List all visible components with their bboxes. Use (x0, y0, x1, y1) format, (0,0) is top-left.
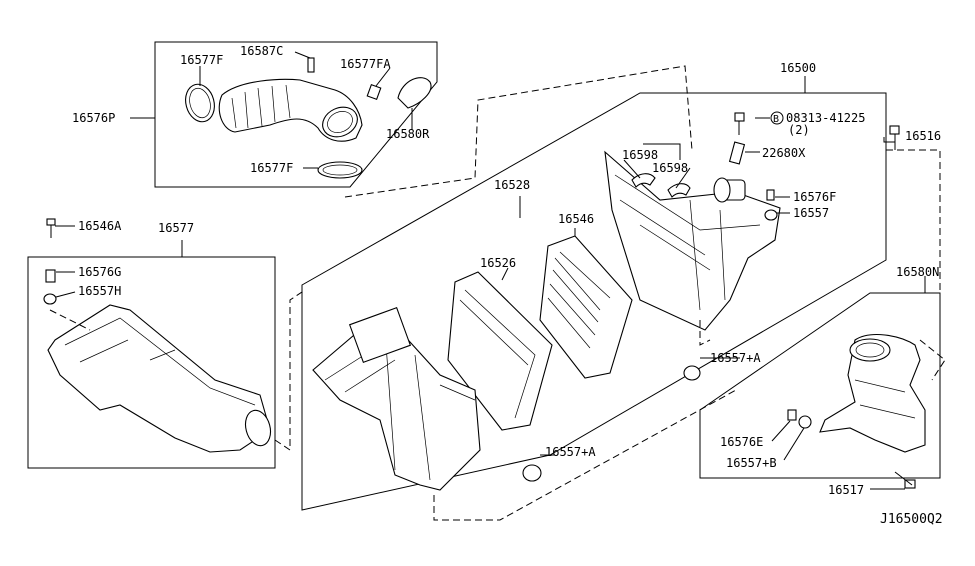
label-16598-a: 16598 (622, 148, 658, 162)
label-16598-b: 16598 (652, 161, 688, 175)
label-16557B: 16557+B (726, 456, 777, 470)
label-16580N: 16580N (896, 265, 939, 279)
label-16517: 16517 (828, 483, 864, 497)
label-16577F-bottom: 16577F (250, 161, 293, 175)
label-16557H: 16557H (78, 284, 121, 298)
label-16576F: 16576F (793, 190, 836, 204)
label-16526: 16526 (480, 256, 516, 270)
resonator-group (699, 276, 946, 490)
label-16546A: 16546A (78, 219, 122, 233)
air-cleaner-group (301, 76, 941, 521)
label-16557A-bottom: 16557+A (545, 445, 596, 459)
label-16546: 16546 (558, 212, 594, 226)
label-08313-41225: 08313-41225 (786, 111, 865, 125)
label-08313-prefix: B (773, 114, 779, 125)
label-16557A-right: 16557+A (710, 351, 761, 365)
label-08313-qty: (2) (788, 123, 810, 137)
inlet-duct-group (130, 41, 693, 198)
label-16576G: 16576G (78, 265, 121, 279)
air-duct-group (27, 218, 306, 469)
label-16580R: 16580R (386, 127, 430, 141)
diagram-reference-id: J16500Q2 (880, 512, 943, 527)
label-16577FA: 16577FA (340, 57, 391, 71)
label-16557: 16557 (793, 206, 829, 220)
label-16528: 16528 (494, 178, 530, 192)
labels-layer: 16577F 16587C 16577FA 16576P 16580R 1657… (72, 44, 943, 527)
label-16576P: 16576P (72, 111, 115, 125)
b-prefix-circle (770, 111, 784, 125)
label-16516: 16516 (905, 129, 941, 143)
label-16576E: 16576E (720, 435, 763, 449)
label-16500: 16500 (780, 61, 816, 75)
label-16577: 16577 (158, 221, 194, 235)
label-22680X: 22680X (762, 146, 806, 160)
label-16577F-top: 16577F (180, 53, 223, 67)
label-16587C: 16587C (240, 44, 283, 58)
